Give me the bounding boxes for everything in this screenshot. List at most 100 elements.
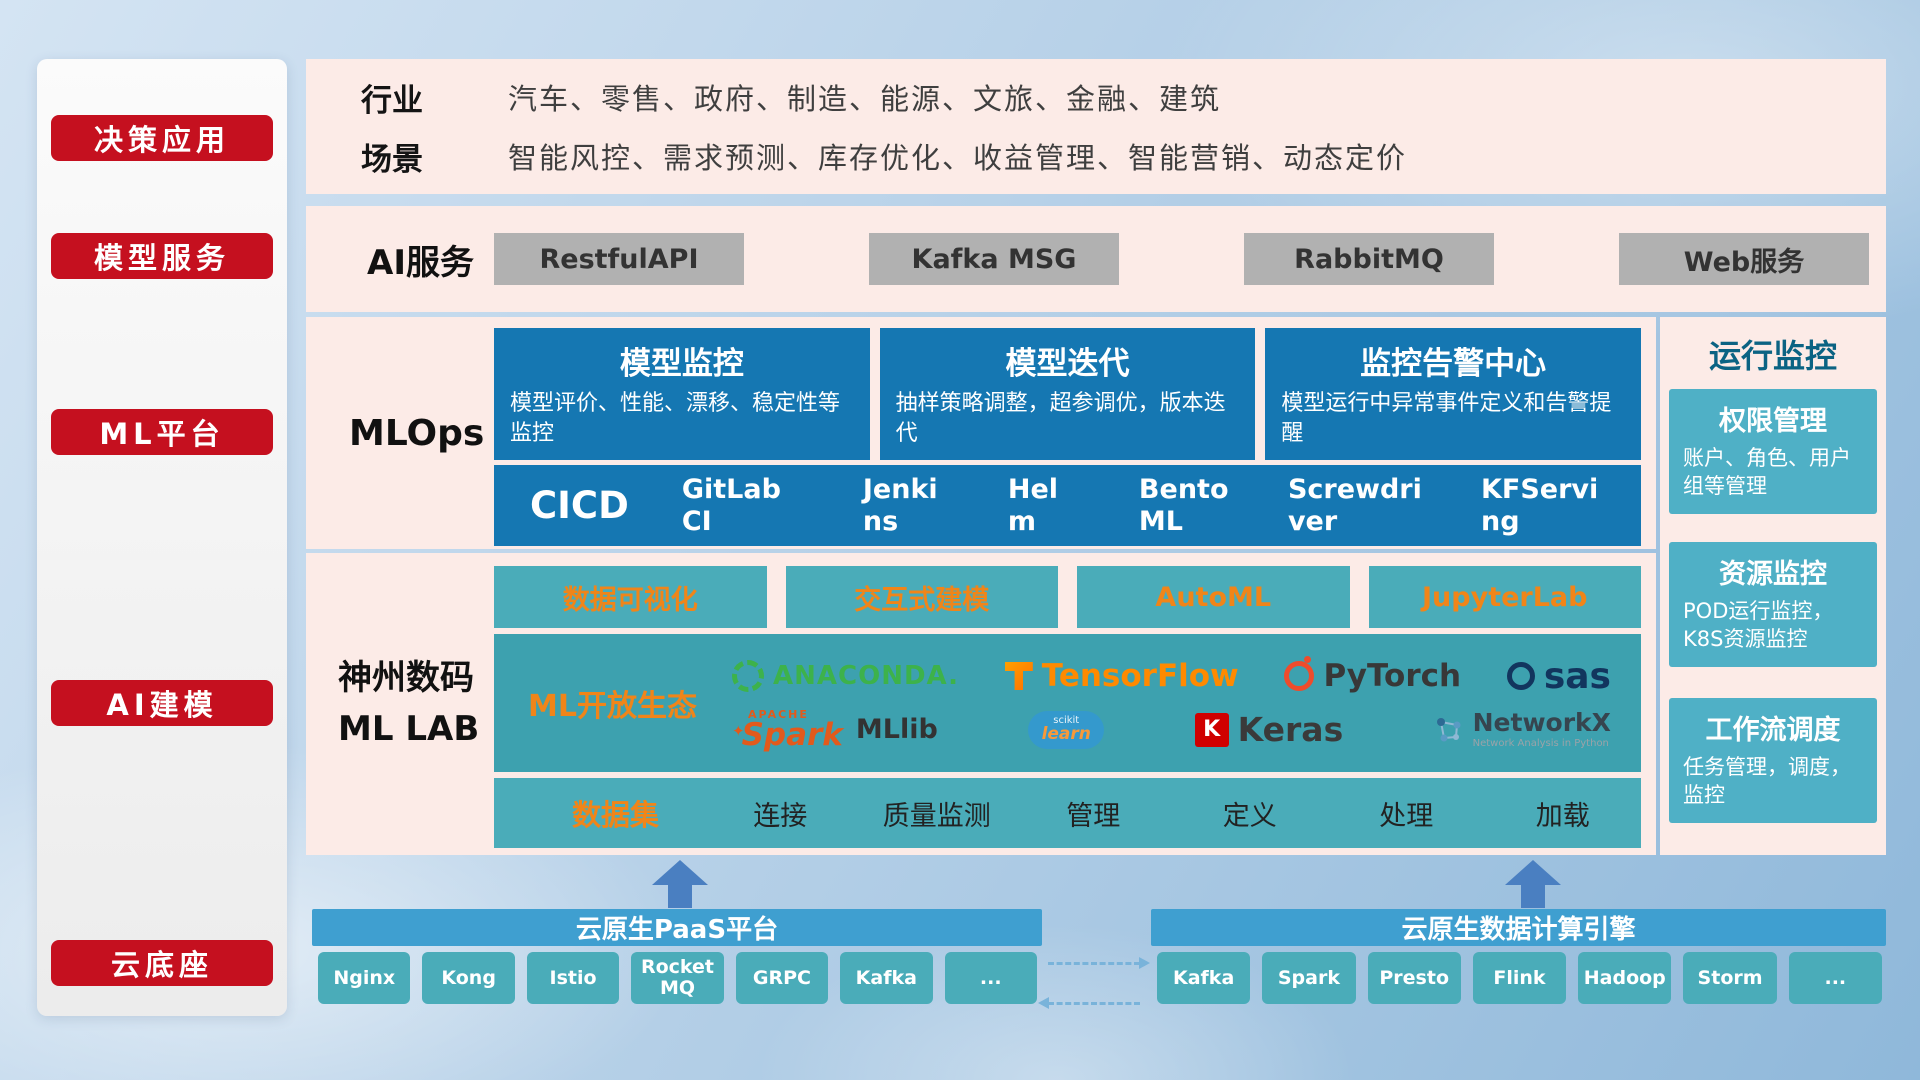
mllab-tools-row: 数据可视化 交互式建模 AutoML JupyterLab (494, 566, 1641, 628)
anaconda-logo: ANACONDA. (732, 660, 959, 692)
mllab-label-line2: ML LAB (338, 709, 480, 749)
permission-management-title: 权限管理 (1719, 406, 1827, 437)
mllab-label: 神州数码 ML LAB (338, 553, 479, 855)
alert-center-desc: 模型运行中异常事件定义和告警提醒 (1281, 391, 1612, 446)
dashed-arrow-left-head (1038, 997, 1049, 1009)
jupyterlab-block: JupyterLab (1368, 566, 1641, 628)
cicd-item-helm: Helm (1007, 474, 1059, 537)
networkx-logo: NetworkX Network Analysis in Python (1434, 709, 1611, 749)
kafka-msg-block: Kafka MSG (869, 233, 1119, 285)
up-arrow-head (1505, 860, 1561, 885)
sidebar-item-decision-app: 决策应用 (51, 115, 273, 161)
up-arrow-icon-left (652, 860, 708, 908)
networkx-subtitle: Network Analysis in Python (1472, 738, 1609, 750)
dashed-arrow-left-icon (1038, 997, 1140, 1009)
dataset-item-manage: 管理 (1066, 800, 1121, 832)
automl-block: AutoML (1077, 566, 1350, 628)
sas-label: sas (1543, 655, 1611, 697)
sas-logo: sas (1506, 655, 1611, 697)
paas-items: Nginx Kong Istio RocketMQ GRPC Kafka ... (318, 952, 1037, 1004)
sidebar-item-ai-modeling: AI建模 (51, 680, 273, 726)
resource-monitoring-title: 资源监控 (1719, 559, 1827, 590)
mlops-panel: MLOps 模型监控 模型评价、性能、漂移、稳定性等监控 模型迭代 抽样策略调整… (306, 317, 1656, 549)
industry-value: 汽车、零售、政府、制造、能源、文旅、金融、建筑 (508, 82, 1222, 116)
scikit-learn-label: learn (1041, 724, 1091, 744)
data-visualization-block: 数据可视化 (494, 566, 767, 628)
monitoring-panel: 运行监控 权限管理 账户、角色、用户组等管理 资源监控 POD运行监控，K8S资… (1660, 317, 1886, 855)
industry-scenario-panel: 行业 汽车、零售、政府、制造、能源、文旅、金融、建筑 场景 智能风控、需求预测、… (306, 59, 1886, 194)
model-monitoring-title: 模型监控 (619, 346, 744, 382)
spark-line: ✦ Spark (732, 719, 843, 751)
cicd-item-bentoml: BentoML (1138, 474, 1229, 537)
permission-management-desc: 账户、角色、用户组等管理 (1683, 446, 1851, 499)
interactive-modeling-block: 交互式建模 (785, 566, 1058, 628)
monitoring-title: 运行监控 (1708, 337, 1837, 375)
keras-icon: K (1194, 712, 1229, 747)
sidebar-item-cloud-base: 云底座 (51, 940, 273, 986)
scikit-top-label: scikit (1053, 715, 1080, 726)
spark-mllib-logo: APACHE ✦ Spark MLlib (732, 709, 938, 751)
paas-item-grpc: GRPC (735, 952, 829, 1004)
model-monitoring-desc: 模型评价、性能、漂移、稳定性等监控 (510, 391, 841, 446)
model-iteration-card: 模型迭代 抽样策略调整，超参调优，版本迭代 (879, 328, 1256, 460)
spark-star-icon: ✦ (732, 721, 745, 740)
dataset-item-quality: 质量监测 (882, 800, 991, 832)
ml-ecosystem-logos: ANACONDA. TensorFlow PyTorch sas (704, 656, 1641, 751)
tensorflow-label: TensorFlow (1041, 658, 1239, 694)
tensorflow-icon (1004, 662, 1033, 690)
dataset-title: 数据集 (572, 798, 660, 832)
mllab-panel: 神州数码 ML LAB 数据可视化 交互式建模 AutoML JupyterLa… (306, 553, 1656, 855)
tensorflow-logo: TensorFlow (1004, 658, 1239, 694)
dataset-items: 连接 质量监测 管理 定义 处理 加载 (702, 794, 1641, 833)
ai-service-label: AI服务 (367, 242, 474, 283)
networkx-icon (1436, 717, 1461, 741)
scenario-line: 场景 智能风控、需求预测、库存优化、收益管理、智能营销、动态定价 (361, 134, 1886, 179)
dataset-row: 数据集 连接 质量监测 管理 定义 处理 加载 (494, 778, 1641, 848)
mlops-label: MLOps (349, 412, 485, 454)
alert-center-title: 监控告警中心 (1360, 346, 1547, 382)
spark-logo: APACHE ✦ Spark (732, 709, 843, 751)
ecosystem-logo-row-2: APACHE ✦ Spark MLlib scikit learn (704, 709, 1623, 751)
cicd-item-jenkins: Jenkins (862, 474, 938, 537)
paas-item-kong: Kong (422, 952, 515, 1004)
dataset-item-define: 定义 (1222, 800, 1277, 832)
anaconda-icon (732, 660, 764, 692)
sidebar-item-model-service: 模型服务 (51, 233, 273, 279)
data-engine-bar: 云原生数据计算引擎 (1151, 909, 1886, 946)
workflow-scheduling-title: 工作流调度 (1705, 715, 1841, 746)
engine-item-flink: Flink (1472, 952, 1567, 1004)
scikit-learn-icon: scikit learn (1028, 710, 1105, 749)
cicd-title: CICD (530, 484, 629, 527)
workflow-scheduling-card: 工作流调度 任务管理，调度，监控 (1669, 698, 1877, 823)
cicd-bar: CICD GitLab CI Jenkins Helm BentoML Scre… (494, 465, 1641, 546)
up-arrow-stem (1521, 885, 1545, 908)
paas-item-nginx: Nginx (318, 952, 411, 1004)
layer-sidebar: 决策应用 模型服务 ML平台 AI建模 云底座 (37, 59, 287, 1016)
scenario-label: 场景 (361, 141, 423, 178)
model-iteration-desc: 抽样策略调整，超参调优，版本迭代 (895, 391, 1226, 446)
sas-icon (1506, 662, 1535, 690)
dashed-arrow-right-head (1139, 957, 1150, 969)
pytorch-logo: PyTorch (1284, 656, 1461, 694)
paas-item-rocketmq: RocketMQ (631, 952, 724, 1004)
ai-service-panel: AI服务 RestfulAPI Kafka MSG RabbitMQ Web服务 (306, 206, 1886, 312)
model-monitoring-card: 模型监控 模型评价、性能、漂移、稳定性等监控 (494, 328, 870, 460)
industry-line: 行业 汽车、零售、政府、制造、能源、文旅、金融、建筑 (361, 75, 1886, 120)
model-iteration-title: 模型迭代 (1005, 346, 1130, 382)
ml-ecosystem-box: ML开放生态 ANACONDA. TensorFlow PyTorch (494, 634, 1641, 772)
dashed-arrow-right-icon (1048, 957, 1150, 969)
engine-item-storm: Storm (1683, 952, 1777, 1004)
engine-item-presto: Presto (1367, 952, 1461, 1004)
engine-item-kafka: Kafka (1157, 952, 1251, 1004)
resource-monitoring-card: 资源监控 POD运行监控，K8S资源监控 (1669, 542, 1877, 667)
up-arrow-head (652, 860, 708, 885)
dataset-item-load: 加载 (1535, 800, 1590, 832)
paas-item-more: ... (944, 952, 1037, 1004)
workflow-scheduling-desc: 任务管理，调度，监控 (1683, 755, 1851, 808)
scenario-value: 智能风控、需求预测、库存优化、收益管理、智能营销、动态定价 (508, 141, 1408, 175)
apache-label: APACHE (748, 707, 809, 721)
up-arrow-icon-right (1505, 860, 1561, 908)
networkx-label: NetworkX (1472, 708, 1611, 738)
engine-item-more: ... (1788, 952, 1882, 1004)
industry-label: 行业 (361, 82, 423, 119)
